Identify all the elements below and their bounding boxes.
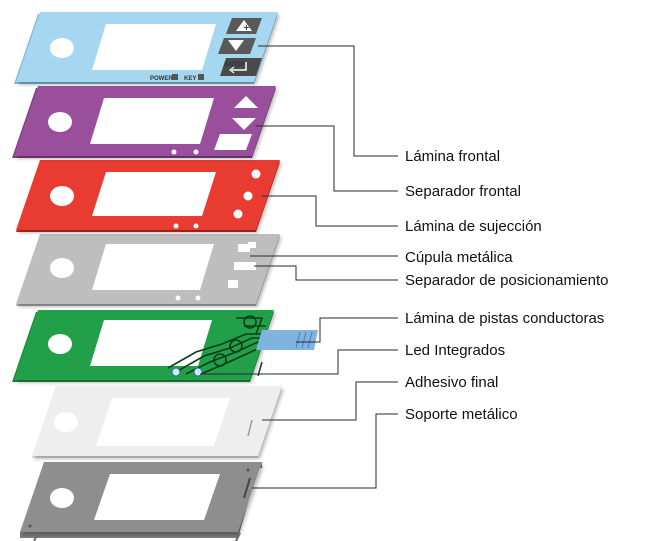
label-lamina-sujeccion: Lámina de sujección: [405, 218, 542, 235]
label-adhesivo-final: Adhesivo final: [405, 374, 498, 391]
key-label: KEY: [184, 76, 196, 82]
label-led-integrados: Led Integrados: [405, 342, 505, 359]
led-icon: [193, 367, 203, 377]
plate-separador-frontal: [12, 86, 276, 158]
down-arrow-key: [218, 38, 256, 54]
plate-separador-posicionamiento: [16, 234, 280, 306]
label-separador-posicionamiento: Separador de posicionamiento: [405, 272, 608, 289]
enter-key: ENTER: [220, 58, 262, 76]
label-separador-frontal: Separador frontal: [405, 183, 521, 200]
power-label: POWER: [150, 76, 173, 82]
plate-lamina-frontal: + ENTER POWER KEY: [14, 12, 278, 84]
plate-pistas-conductoras: [12, 310, 318, 382]
power-indicator: [172, 74, 178, 80]
label-pistas-conductoras: Lámina de pistas conductoras: [405, 310, 604, 327]
callout-labels: Lámina frontal Separador frontal Lámina …: [405, 148, 608, 423]
enter-label: ENTER: [225, 62, 246, 68]
plate-lamina-sujeccion: [16, 160, 280, 232]
leader-lines: [200, 45, 398, 489]
svg-text:+: +: [243, 23, 250, 32]
label-soporte-metalico: Soporte metálico: [405, 406, 518, 423]
label-cupula-metalica: Cúpula metálica: [405, 249, 513, 266]
label-lamina-frontal: Lámina frontal: [405, 148, 500, 165]
led-icon: [171, 367, 181, 377]
key-indicator: [198, 74, 204, 80]
plate-adhesivo-final: [32, 386, 282, 458]
plate-soporte-metalico: [20, 462, 262, 541]
up-arrow-key: +: [226, 18, 262, 34]
